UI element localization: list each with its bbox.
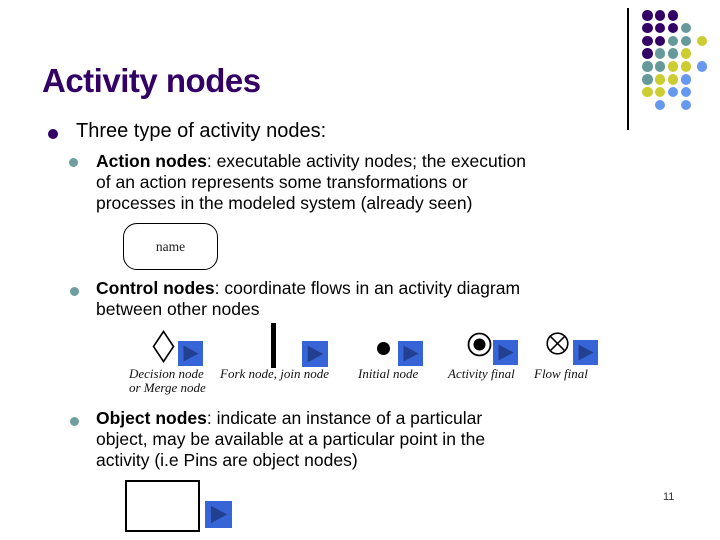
play-icon [398,341,423,366]
play-icon [573,340,598,365]
sub-bullet-icon [70,417,79,426]
deco-dot [654,86,666,98]
play-icon [205,501,232,528]
deco-dot [667,10,679,21]
initial-node-icon [377,342,390,355]
caption-initial-node: Initial node [358,366,419,381]
bullet-object-rest: : indicate an instance of a particular o… [96,408,486,470]
play-icon [493,340,518,365]
deco-dot [680,35,692,47]
page-title: Activity nodes [42,62,261,99]
deco-dot [667,61,679,72]
caption-activity-final: Activity final [448,366,515,381]
bullet-control-nodes: Control nodes: coordinate flows in an ac… [96,278,696,320]
deco-dot [642,22,653,34]
deco-dot [667,22,679,34]
deco-dot [680,61,692,72]
deco-dot [642,10,653,21]
action-node-figure: name [123,223,218,270]
corner-divider-line [627,8,629,130]
caption-decision-node: Decision node or Merge node [129,366,206,395]
deco-dot [654,22,666,34]
object-node-icon [125,480,200,532]
intro-bullet-text: Three type of activity nodes: [76,120,327,142]
deco-dot [642,48,653,59]
play-icon [178,341,203,366]
bullet-control-lead: Control nodes [96,278,215,298]
deco-dot [680,86,692,98]
diamond-icon [152,330,175,363]
deco-dot [654,99,666,111]
deco-dot [667,35,679,47]
corner-dots-decoration [642,10,717,120]
deco-dot [654,35,666,47]
deco-dot [680,99,692,111]
bullet-control-rest: : coordinate flows in an activity diagra… [96,278,521,319]
deco-dot [667,86,679,98]
bullet-action-nodes: Action nodes: executable activity nodes;… [96,151,696,214]
deco-dot [654,74,666,85]
sub-bullet-icon [70,287,79,296]
sub-bullet-icon [69,158,78,167]
deco-dot [696,61,708,72]
deco-dot [642,74,653,85]
deco-dot [654,61,666,72]
bullet-action-lead: Action nodes [96,151,207,171]
caption-flow-final: Flow final [534,366,588,381]
deco-dot [654,48,666,59]
deco-dot [680,48,692,59]
deco-dot [696,35,708,47]
flow-final-icon [546,332,569,355]
bullet-action-rest: : executable activity nodes; the executi… [96,151,526,213]
deco-dot [667,74,679,85]
deco-dot [642,35,653,47]
deco-dot [680,74,692,85]
deco-dot [642,61,653,72]
deco-dot [667,48,679,59]
fork-bar-icon [271,323,276,368]
bullet-icon [48,129,58,139]
bullet-object-lead: Object nodes [96,408,207,428]
deco-dot [642,86,653,98]
bullet-object-nodes: Object nodes: indicate an instance of a … [96,408,696,471]
deco-dot [680,22,692,34]
activity-final-icon [467,332,492,357]
page-number: 11 [663,491,675,503]
deco-dot [654,10,666,21]
action-node-label: name [155,238,186,254]
play-icon [302,341,328,367]
caption-fork-join-node: Fork node, join node [220,366,330,381]
